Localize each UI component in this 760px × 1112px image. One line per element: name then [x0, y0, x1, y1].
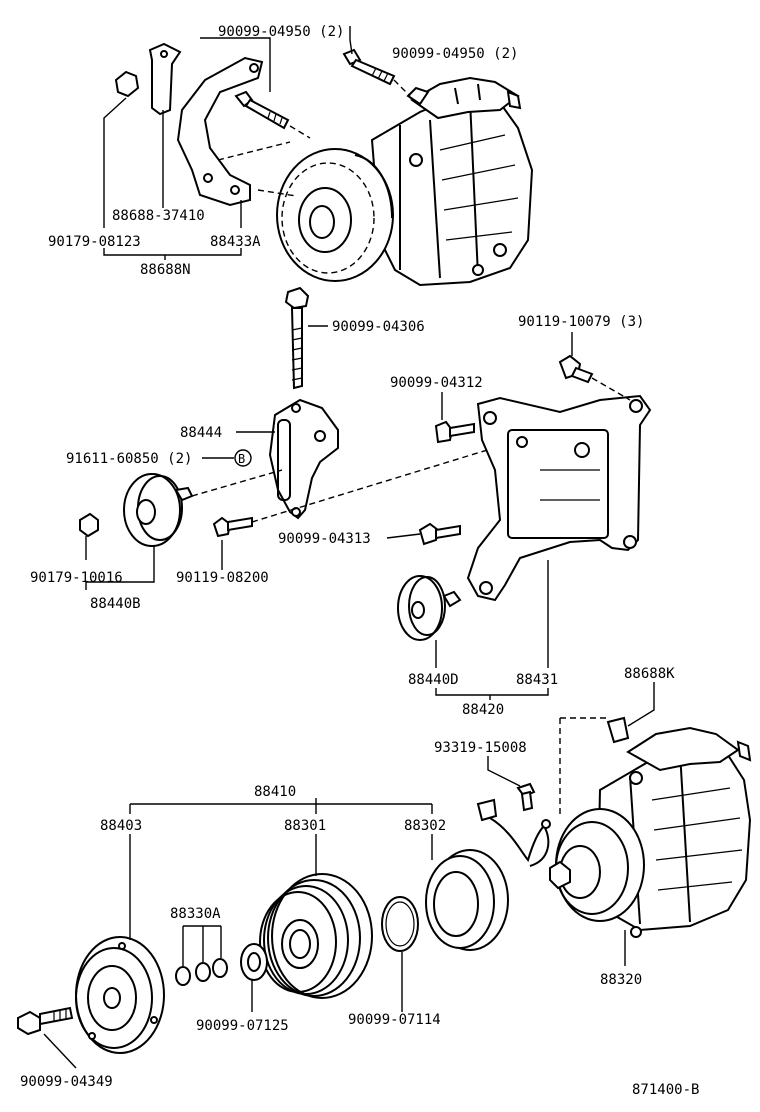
nut-90179-10016-drawing: [79, 512, 99, 538]
wire-connector-drawing: [476, 798, 551, 867]
label-88444: 88444: [180, 425, 222, 441]
label-90179-10016: 90179-10016: [30, 570, 123, 586]
label-88420: 88420: [462, 702, 504, 718]
label-90119-08200: 90119-08200: [176, 570, 269, 586]
ring-90099-07125-drawing: [240, 943, 268, 981]
stator-88302-drawing: [425, 849, 509, 951]
label-88431: 88431: [516, 672, 558, 688]
bolt-90119-08200-drawing: [212, 516, 253, 538]
bolt-90099-04313-drawing: [418, 522, 461, 546]
bolt-90099-04349-drawing: [17, 1006, 74, 1036]
bolt-90099-04312-drawing: [434, 420, 475, 444]
label-90179-08123: 90179-08123: [48, 234, 141, 250]
label-88440b: 88440B: [90, 596, 141, 612]
label-88410: 88410: [254, 784, 296, 800]
pulley-88301-drawing: [259, 873, 373, 999]
idler-88440b-drawing: [123, 473, 194, 547]
label-88302: 88302: [404, 818, 446, 834]
label-90099-04950-right: 90099-04950 (2): [392, 46, 518, 62]
label-88301: 88301: [284, 818, 326, 834]
bracket-88431-drawing: [466, 394, 652, 602]
bracket-88433a-drawing: [176, 56, 264, 207]
clip-88688k-drawing: [606, 716, 630, 744]
label-90099-04950-top: 90099-04950 (2): [218, 24, 344, 40]
label-88688n: 88688N: [140, 262, 191, 278]
label-88688k: 88688K: [624, 666, 675, 682]
label-90099-04312: 90099-04312: [390, 375, 483, 391]
label-90099-04306: 90099-04306: [332, 319, 425, 335]
shims-88330a-drawing: [175, 958, 228, 986]
reference-b-letter: B: [238, 452, 245, 466]
label-90099-04313: 90099-04313: [278, 531, 371, 547]
bolt-90099-04950-right-drawing: [342, 48, 396, 86]
label-88320: 88320: [600, 972, 642, 988]
label-93319-15008: 93319-15008: [434, 740, 527, 756]
screw-93319-15008-drawing: [516, 782, 536, 812]
label-91611-60850: 91611-60850 (2): [66, 451, 192, 467]
tensioner-88444-drawing: [268, 398, 339, 520]
nut-90179-08123-drawing: [114, 70, 140, 98]
reference-b-marker: B: [234, 449, 252, 467]
label-88440d: 88440D: [408, 672, 459, 688]
top-compressor-drawing: [276, 76, 534, 287]
label-90099-04349: 90099-04349: [20, 1074, 113, 1090]
idler-88440d-drawing: [397, 575, 462, 641]
bracket-88688-37410-drawing: [148, 42, 182, 116]
label-90099-07125: 90099-07125: [196, 1018, 289, 1034]
bolt-90119-10079-drawing: [558, 354, 594, 384]
label-88330a: 88330A: [170, 906, 221, 922]
bolt-90099-04950-center-drawing: [234, 90, 290, 130]
leader-lines: [43, 26, 655, 1069]
label-88403: 88403: [100, 818, 142, 834]
pressure-plate-88403-drawing: [75, 936, 165, 1054]
bottom-compressor-drawing: [549, 726, 752, 938]
label-88433a: 88433A: [210, 234, 261, 250]
label-90119-10079: 90119-10079 (3): [518, 314, 644, 330]
label-90099-07114: 90099-07114: [348, 1012, 441, 1028]
bolt-90099-04306-drawing: [284, 286, 310, 390]
label-88688-37410: 88688-37410: [112, 208, 205, 224]
figure-code: 871400-B: [632, 1082, 699, 1098]
snap-ring-90099-07114-drawing: [381, 896, 419, 952]
